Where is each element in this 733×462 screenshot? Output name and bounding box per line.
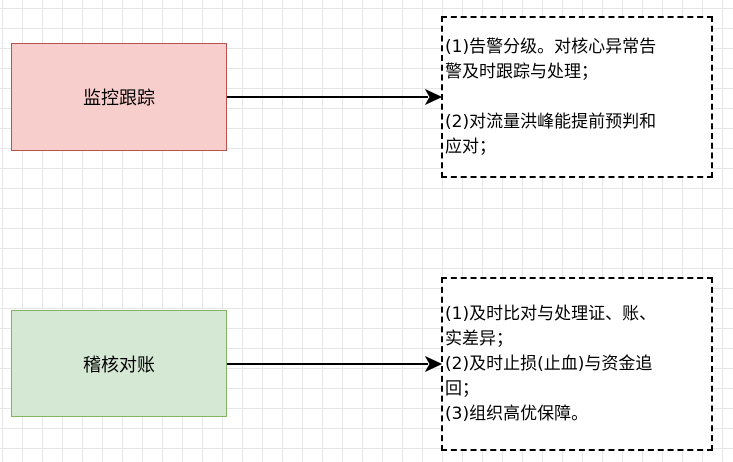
note-line: (2)及时止损(止血)与资金追 <box>445 353 653 374</box>
monitor-tracking-node[interactable]: 监控跟踪 <box>11 43 227 151</box>
audit-reconciliation-node[interactable]: 稽核对账 <box>11 310 227 417</box>
note-line: 警及时跟踪与处理； <box>445 61 598 82</box>
note-blank-line <box>445 85 711 110</box>
note-line: 回； <box>445 378 479 399</box>
note-line: 应对； <box>445 136 496 157</box>
monitor-tracking-label: 监控跟踪 <box>83 88 155 109</box>
monitor-tracking-note[interactable]: (1)告警分级。对核心异常告 警及时跟踪与处理； (2)对流量洪峰能提前预判和 … <box>441 16 713 178</box>
arrowhead-icon <box>424 88 443 106</box>
arrowhead-icon <box>424 355 443 373</box>
note-line: (3)组织高优保障。 <box>445 403 589 424</box>
audit-reconciliation-label: 稽核对账 <box>83 354 155 376</box>
note-line: (1)告警分级。对核心异常告 <box>445 36 657 57</box>
note-line: (1)及时比对与处理证、账、 <box>445 303 657 324</box>
note-line: (2)对流量洪峰能提前预判和 <box>445 111 657 132</box>
note-line: 实差异； <box>445 328 513 349</box>
connector-arrow-monitor <box>227 88 443 106</box>
audit-reconciliation-note[interactable]: (1)及时比对与处理证、账、 实差异； (2)及时止损(止血)与资金追 回； (… <box>441 277 713 451</box>
connector-arrow-reconcile <box>227 355 443 373</box>
